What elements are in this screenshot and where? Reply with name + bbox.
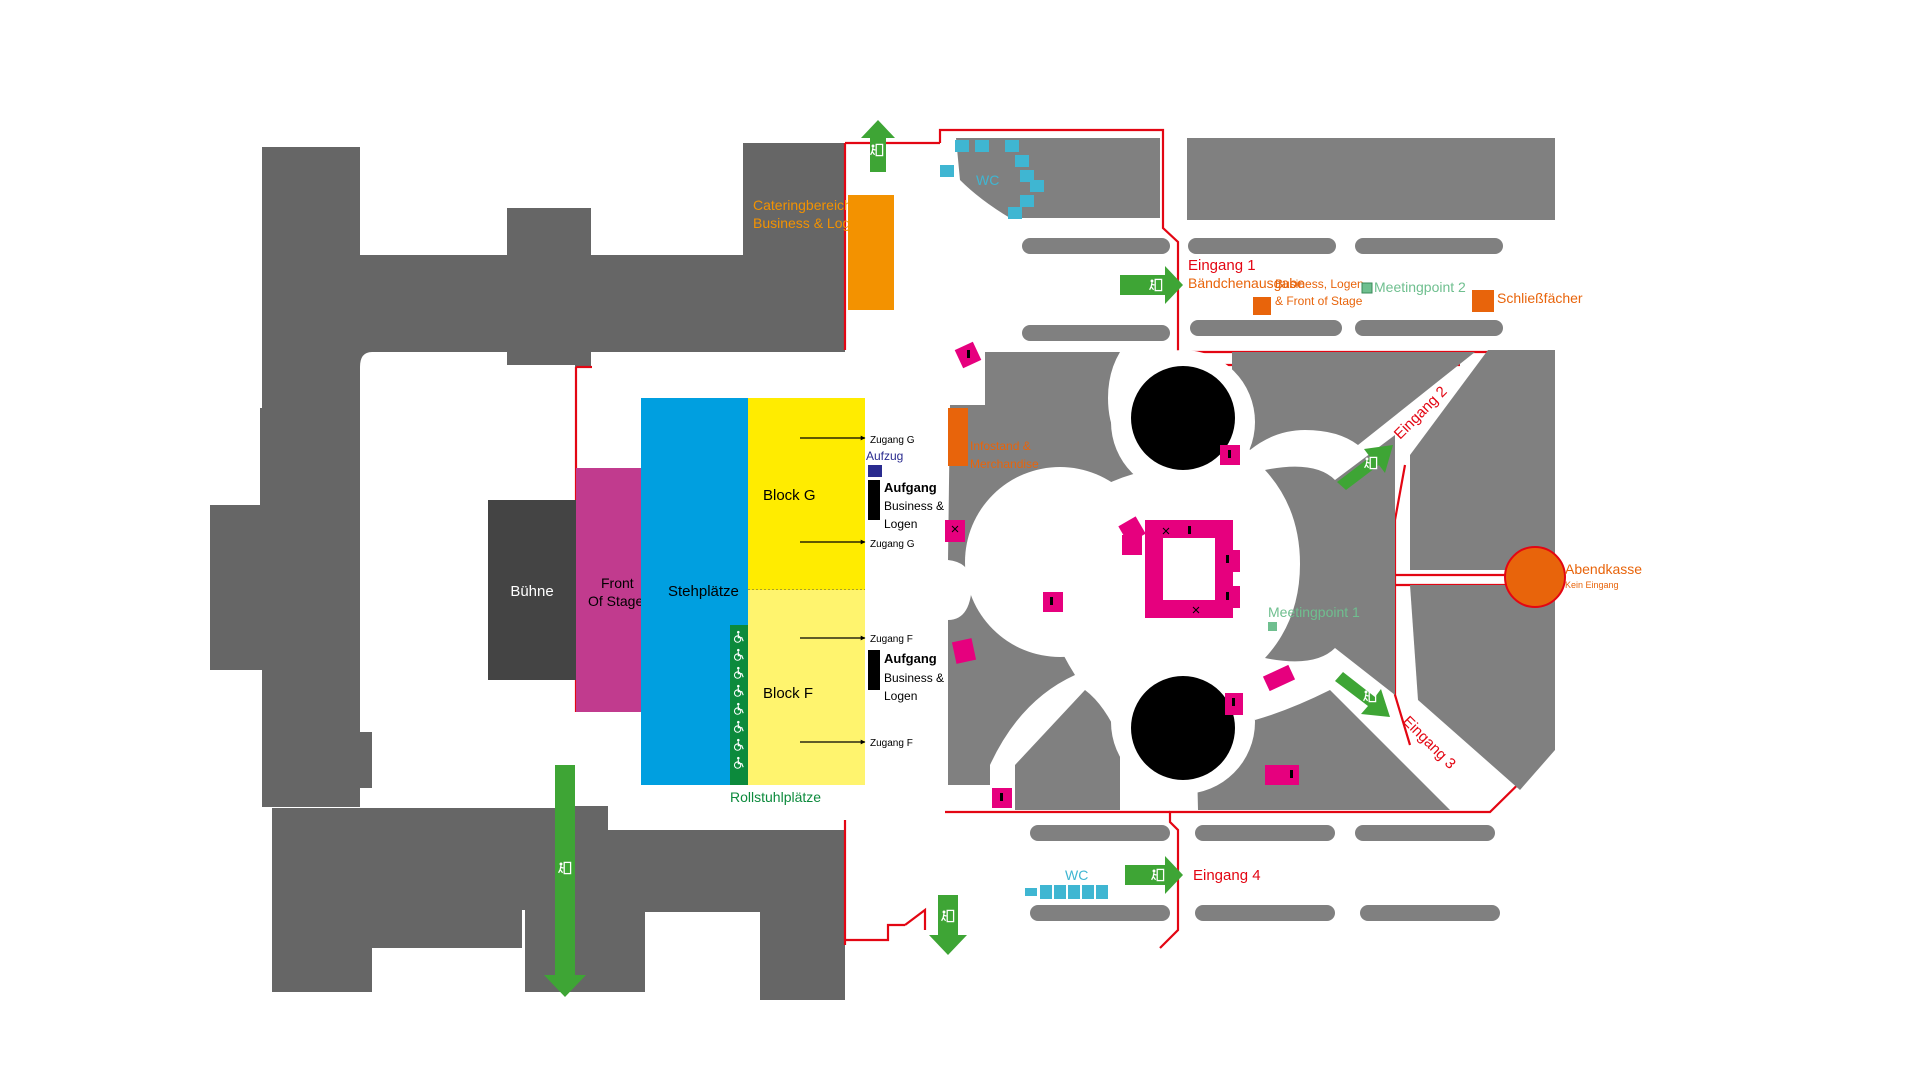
arena-building: [210, 143, 845, 1000]
block-g: [748, 398, 865, 590]
front-of-stage-label-1: Front: [601, 575, 634, 591]
road-strip: [1195, 905, 1335, 921]
emergency-exit-icon: [861, 120, 895, 172]
stage: [488, 500, 576, 680]
infostand-label-2: Merchandise: [970, 457, 1039, 471]
square-south-2: [1015, 690, 1120, 810]
road-strip: [1355, 825, 1495, 841]
square-east: [1265, 435, 1395, 695]
arena-floor: Bühne Front Of Stage Stehplätze Block G …: [488, 195, 894, 805]
stairs-f-label: Aufgang: [884, 651, 937, 666]
catering-label-2: Business & Logen: [753, 215, 866, 231]
road-strip: [1030, 825, 1170, 841]
emergency-exit-icon: [929, 895, 967, 955]
stage-label: Bühne: [510, 583, 553, 600]
block-f: [748, 590, 865, 785]
box-office-marker: [1504, 546, 1566, 608]
parking-block-north: [1187, 138, 1555, 220]
emergency-exit-icon: [544, 765, 586, 997]
meetingpoint-1-label: Meetingpoint 1: [1268, 604, 1360, 620]
stairs-marker-f: [868, 650, 880, 690]
stairs-f-sub-1: Business &: [884, 671, 944, 685]
food-drinks-stands: [945, 341, 1299, 808]
monument-north: [1131, 366, 1235, 470]
plaza: [948, 138, 1555, 921]
stairs-g-sub-2: Logen: [884, 517, 917, 531]
access-f-label-bottom: Zugang F: [870, 738, 913, 749]
kiosk-central: [1145, 520, 1163, 618]
access-f-label-top: Zugang F: [870, 634, 913, 645]
road-strip: [1355, 238, 1503, 254]
lockers-label: Schließfächer: [1497, 290, 1583, 306]
stairs-g-label: Aufgang: [884, 480, 937, 495]
wc-south: [1025, 885, 1108, 899]
wc-south-label: WC: [1065, 867, 1088, 883]
square-northeast: [1410, 350, 1555, 570]
wc-area-north: [956, 138, 1160, 218]
square-southeast: [1410, 585, 1555, 790]
meetingpoint-1-marker: [1268, 622, 1277, 631]
entrance-4-label: Eingang 4: [1193, 867, 1261, 884]
box-office-sub: Kein Eingang: [1565, 580, 1619, 590]
road-strip: [1195, 825, 1335, 841]
front-of-stage-label-2: Of Stage: [588, 593, 643, 609]
stairs-f-sub-2: Logen: [884, 689, 917, 703]
wheelchair-label: Rollstuhlplätze: [730, 789, 821, 805]
emergency-exit-icon: [1337, 445, 1393, 490]
access-g-label-top: Zugang G: [870, 435, 915, 446]
wc-north: [940, 140, 1044, 219]
road-strip: [1355, 320, 1503, 336]
road-strip: [1190, 320, 1342, 336]
meetingpoint-2-marker: [1361, 282, 1373, 294]
food-icon: [951, 525, 1200, 614]
stairs-g-sub-1: Business &: [884, 499, 944, 513]
square-north: [985, 352, 1150, 510]
road-strip: [1030, 905, 1170, 921]
lockers-marker: [1472, 290, 1494, 312]
building-north-wing: [210, 143, 845, 788]
road-strip: [1022, 238, 1170, 254]
block-g-label: Block G: [763, 487, 816, 504]
infostand-marker: [948, 408, 968, 466]
wc-north-label: WC: [976, 172, 999, 188]
catering-area: [848, 195, 894, 310]
wristband-sub-2: & Front of Stage: [1275, 294, 1363, 308]
catering-label-1: Cateringbereich: [753, 197, 852, 213]
emergency-exit-icon: [1335, 672, 1390, 717]
emergency-exit-icon: [1125, 856, 1183, 894]
wristband-sub-1: Business, Logen: [1275, 277, 1364, 291]
infostand-label-1: Infostand &: [970, 439, 1031, 453]
square-north-2: [1232, 352, 1475, 450]
road-strip: [1022, 325, 1170, 341]
access-arrows: [800, 435, 866, 745]
elevator-marker: [868, 465, 882, 477]
stairs-marker-g: [868, 480, 880, 520]
road-strip: [1360, 905, 1500, 921]
access-g-label-bottom: Zugang G: [870, 539, 915, 550]
wristband-label: Bändchenausgabe: [1188, 275, 1305, 291]
kiosk-central: [1145, 600, 1233, 618]
entrance-1-label: Eingang 1: [1188, 257, 1256, 274]
drinks-icon: [967, 350, 1293, 801]
block-f-label: Block F: [763, 685, 813, 702]
road-strip: [1188, 238, 1336, 254]
square-south: [1195, 680, 1450, 810]
meetingpoint-2-label: Meetingpoint 2: [1374, 279, 1466, 295]
monument-south: [1131, 676, 1235, 780]
front-of-stage: [576, 468, 641, 712]
box-office-label: Abendkasse: [1565, 561, 1642, 577]
elevator-label: Aufzug: [866, 449, 903, 463]
wristband-marker: [1253, 297, 1271, 315]
emergency-exit-icon: [1120, 266, 1183, 304]
standing-area-label: Stehplätze: [668, 583, 739, 600]
